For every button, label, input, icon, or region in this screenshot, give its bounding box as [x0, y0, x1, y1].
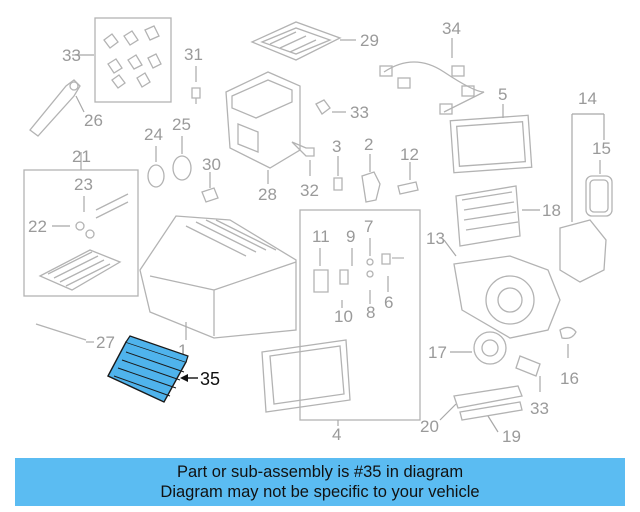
callout-8: 8: [366, 303, 375, 322]
callout-3: 3: [332, 137, 341, 156]
callout-32: 32: [300, 181, 319, 200]
part-35-heater-core: [107, 335, 189, 403]
part-27-tube: [35, 323, 87, 341]
callout-5: 5: [498, 85, 507, 104]
callout-17: 17: [428, 343, 447, 362]
callout-16: 16: [560, 369, 579, 388]
part-19-bracket: [453, 385, 523, 421]
part-28-housing: [225, 71, 301, 169]
callout-11: 11: [312, 227, 330, 246]
part-18-filter: [455, 185, 521, 247]
callout-30: 30: [202, 155, 221, 174]
part-13-blower-housing: [453, 219, 607, 339]
part-24-25-gears: [147, 155, 192, 188]
part-4-evaporator: [261, 339, 351, 413]
callout-4: 4: [332, 425, 341, 444]
part-11-sensor: [313, 269, 329, 293]
part-21-heater-core: [38, 193, 129, 291]
part-15-seal: [585, 175, 613, 217]
part-12-bolt: [397, 181, 419, 195]
part-3-screw: [333, 177, 343, 191]
part-32-fastener: [291, 141, 315, 157]
callout-13: 13: [426, 229, 445, 248]
part-33-clip-mid: [315, 99, 331, 115]
callout-10: 10: [334, 307, 353, 326]
callout-23: 23: [74, 175, 93, 194]
part-33-resistor: [515, 355, 541, 377]
part-4-box: [299, 209, 421, 421]
part-34-harness: [379, 61, 485, 115]
part-16-clip: [559, 326, 577, 340]
callout-34: 34: [442, 19, 461, 38]
callout-19: 19: [502, 427, 521, 446]
banner-line-1: Part or sub-assembly is #35 in diagram: [176, 463, 464, 481]
part-31-screw: [191, 87, 201, 104]
part-5-frame: [449, 114, 533, 174]
callout-21: 21: [72, 147, 91, 166]
part-29-filter: [250, 21, 342, 61]
callout-33-b: 33: [350, 103, 369, 122]
callout-24: 24: [144, 125, 163, 144]
callout-14: 14: [578, 89, 597, 108]
banner-line-2: Diagram may not be specific to your vehi…: [160, 483, 480, 501]
part-30-actuator: [201, 187, 219, 203]
part-7-8-9-clips: [339, 253, 404, 285]
callout-22: 22: [28, 217, 47, 236]
part-33-clips: [94, 17, 172, 103]
callout-27: 27: [96, 333, 115, 352]
callout-12: 12: [400, 145, 419, 164]
callout-1: 1: [178, 341, 187, 360]
callout-28: 28: [258, 185, 277, 204]
parts-diagram: 33 26 31 29 28 33 32: [23, 17, 613, 446]
part-26-lever: [29, 79, 81, 137]
callout-29: 29: [360, 31, 379, 50]
callout-25: 25: [172, 115, 191, 134]
callout-20: 20: [420, 417, 439, 436]
callout-33-c: 33: [530, 399, 549, 418]
callout-18: 18: [542, 201, 561, 220]
part-17-motor: [473, 331, 507, 365]
callout-2: 2: [364, 135, 373, 154]
callout-26: 26: [84, 111, 103, 130]
callout-35: 35: [200, 369, 220, 389]
arrow-35: [180, 374, 188, 382]
callout-31: 31: [184, 45, 203, 64]
callout-33-a: 33: [62, 46, 81, 65]
part-2-bracket: [361, 171, 381, 203]
part-1-case: [139, 215, 297, 339]
callout-9: 9: [346, 227, 355, 246]
callout-7: 7: [364, 217, 373, 236]
info-banner: Part or sub-assembly is #35 in diagram D…: [15, 458, 625, 506]
callout-6: 6: [384, 293, 393, 312]
callout-15: 15: [592, 139, 611, 158]
